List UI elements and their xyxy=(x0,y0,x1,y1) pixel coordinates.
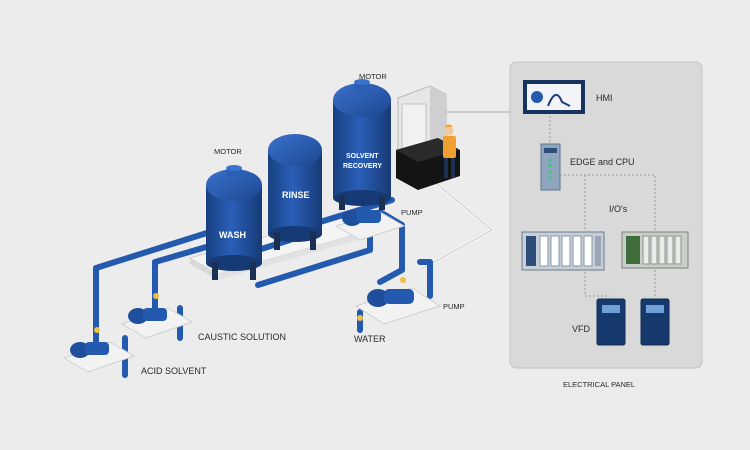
electrical-panel: HMI EDGE and CPU I/O's xyxy=(509,61,703,369)
water-label: WATER xyxy=(354,334,386,344)
rinse-label: RINSE xyxy=(282,190,310,200)
pump-lower-label: PUMP xyxy=(443,302,465,311)
electrical-panel-label: ELECTRICAL PANEL xyxy=(563,380,635,389)
io-rack-right-icon xyxy=(621,231,689,269)
solvent-label: SOLVENT xyxy=(346,153,379,160)
io-rack-left-icon xyxy=(521,231,605,271)
acid-solvent-pump-icon xyxy=(62,327,136,373)
vfd-drive-right-icon xyxy=(640,298,670,346)
pump-upper-label: PUMP xyxy=(401,208,423,217)
wash-label: WASH xyxy=(219,230,246,240)
upper-pump-icon xyxy=(334,210,406,241)
vfd-drive-left-icon xyxy=(596,298,626,346)
hmi-screen-icon xyxy=(523,80,585,114)
wash-motor-icon xyxy=(226,165,242,176)
caustic-solution-pump-icon xyxy=(120,293,194,339)
recovery-motor-icon xyxy=(354,79,370,90)
solvent-recovery-tank: SOLVENT RECOVERY xyxy=(333,79,391,210)
operator-figure xyxy=(443,124,456,178)
vfd-label: VFD xyxy=(572,324,591,334)
recovery-label: RECOVERY xyxy=(343,163,382,170)
hmi-label: HMI xyxy=(596,93,613,103)
wash-tank: WASH xyxy=(206,165,262,280)
motor-right-label: MOTOR xyxy=(359,72,387,81)
edge-cpu-module-icon xyxy=(540,143,561,191)
rinse-tank: RINSE xyxy=(268,134,322,250)
ios-label: I/O's xyxy=(609,204,628,214)
acid-solvent-label: ACID SOLVENT xyxy=(141,366,207,376)
water-pump-icon xyxy=(354,277,442,325)
edge-cpu-label: EDGE and CPU xyxy=(570,157,635,167)
caustic-solution-label: CAUSTIC SOLUTION xyxy=(198,332,286,342)
motor-left-label: MOTOR xyxy=(214,147,242,156)
